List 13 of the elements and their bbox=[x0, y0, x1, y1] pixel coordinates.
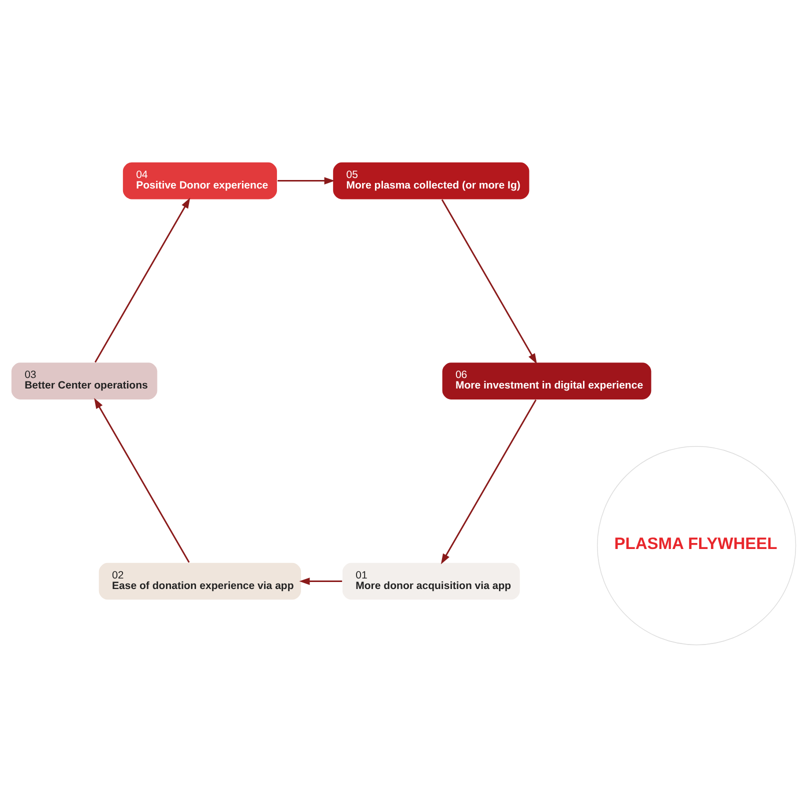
node-box: 03 Better Center operations bbox=[10, 361, 158, 400]
arrow bbox=[278, 176, 335, 184]
arrow bbox=[94, 397, 190, 562]
node-box: 06 More investment in digital experience bbox=[442, 361, 652, 400]
arrow bbox=[94, 197, 190, 362]
node-box: 05 More plasma collected (or more Ig) bbox=[332, 161, 530, 200]
node-box: 01 More donor acquisition via app bbox=[342, 562, 521, 600]
arrow bbox=[299, 577, 342, 584]
arrow bbox=[441, 198, 537, 364]
node-box: 04 Positive Donor experience bbox=[122, 161, 278, 200]
node-box: 02 Ease of donation experience via app bbox=[98, 562, 302, 600]
arrow bbox=[440, 399, 537, 564]
node-circle: PLASMA FLYWHEEL bbox=[596, 446, 796, 645]
